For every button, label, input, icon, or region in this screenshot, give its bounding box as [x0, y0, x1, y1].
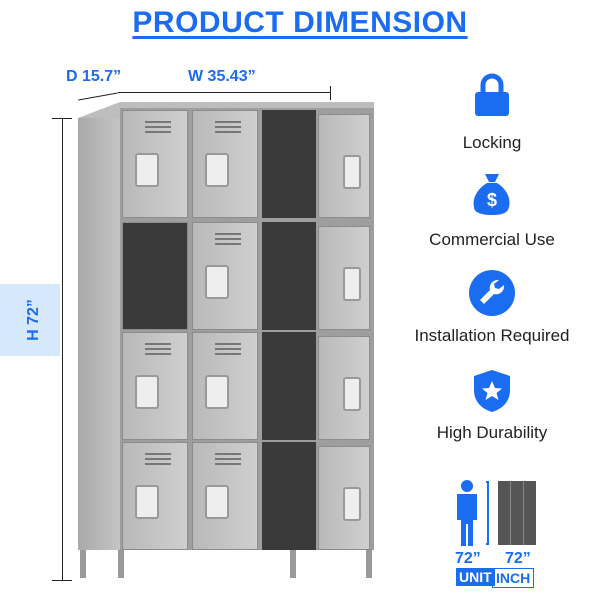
locker-door	[122, 332, 188, 440]
height-label: H 72”	[25, 299, 42, 341]
locker-door	[192, 442, 258, 550]
depth-line	[78, 92, 118, 101]
locker-thumbnail	[498, 481, 536, 545]
door-handle	[343, 377, 361, 411]
height-line	[62, 118, 63, 580]
vent	[145, 453, 171, 467]
leg	[118, 550, 124, 578]
open-locker-compartment	[262, 332, 316, 440]
vent	[215, 453, 241, 467]
shield-star-icon	[474, 370, 510, 412]
height-scale	[486, 481, 489, 545]
open-locker-door	[318, 336, 370, 440]
locker-door	[122, 110, 188, 218]
depth-label: D 15.7”	[66, 68, 122, 85]
feature-label: Installation Required	[414, 326, 570, 345]
height-tick-bottom	[52, 580, 72, 581]
width-line	[118, 92, 330, 93]
locker-side	[78, 118, 120, 550]
door-handle	[205, 153, 229, 187]
vent	[215, 233, 241, 247]
unit-badge: UNIT	[456, 568, 495, 586]
vent	[215, 343, 241, 357]
door-handle	[205, 375, 229, 409]
wrench-icon	[469, 270, 515, 316]
door-handle	[205, 265, 229, 299]
page-title: PRODUCT DIMENSION	[132, 6, 468, 39]
width-tick	[330, 86, 331, 100]
open-locker-compartment	[262, 442, 316, 550]
person-icon	[457, 480, 477, 546]
door-handle	[135, 153, 159, 187]
feature-label: Commercial Use	[429, 230, 555, 249]
lock-icon	[475, 73, 509, 116]
feature-label: Locking	[462, 133, 522, 152]
inch-badge: INCH	[492, 568, 535, 588]
door-handle	[205, 485, 229, 519]
locker-door	[122, 442, 188, 550]
vent	[145, 121, 171, 135]
locker-door	[192, 110, 258, 218]
height-band	[0, 284, 60, 356]
open-locker-compartment	[262, 110, 316, 218]
money-bag-icon: $	[473, 174, 510, 215]
locker-height: 72”	[505, 550, 531, 567]
open-locker-compartment	[262, 222, 316, 330]
door-handle	[135, 375, 159, 409]
open-locker-door	[318, 226, 370, 330]
locker-door	[192, 222, 258, 330]
feature-label: High Durability	[436, 423, 548, 442]
door-handle	[343, 267, 361, 301]
width-label: W 35.43”	[188, 68, 256, 85]
vent	[215, 121, 241, 135]
door-handle	[343, 155, 361, 189]
locker-door	[192, 332, 258, 440]
person-height: 72”	[455, 550, 481, 567]
door-handle	[135, 485, 159, 519]
open-locker-door	[318, 114, 370, 218]
leg	[80, 550, 86, 578]
svg-text:$: $	[487, 190, 497, 210]
leg	[366, 550, 372, 578]
height-tick-top	[52, 118, 72, 119]
vent	[145, 343, 171, 357]
open-locker-compartment	[122, 222, 188, 330]
door-handle	[343, 487, 361, 521]
leg	[290, 550, 296, 578]
open-locker-door	[318, 446, 370, 550]
